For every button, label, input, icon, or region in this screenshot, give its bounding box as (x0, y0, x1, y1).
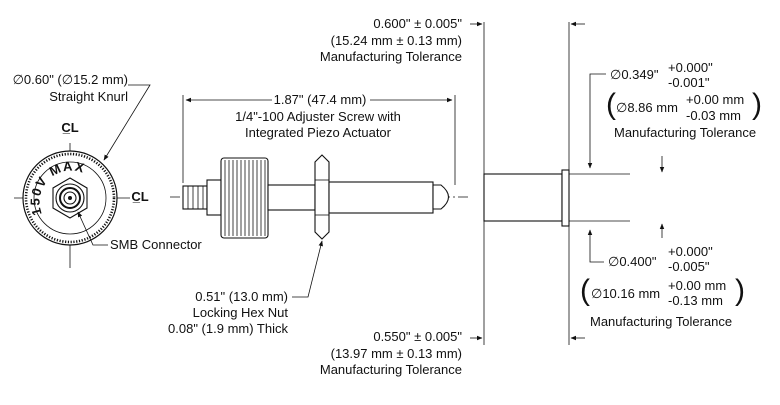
smb-connector-label: SMB Connector (110, 237, 202, 252)
small-dia-mm-minus: -0.03 mm (686, 108, 741, 123)
hexnut-leader (292, 240, 323, 298)
tip-profile-view (483, 169, 630, 227)
smb-connector-flange (206, 179, 222, 216)
screw-thread-label: 1/4"-100 Adjuster Screw with (235, 109, 401, 124)
small-dia-paren-close: ) (752, 88, 762, 121)
piezo-shaft (328, 181, 434, 214)
bottom-tol-mm-label: (13.97 mm ± 0.13 mm) (331, 346, 462, 361)
small-dia-inch-plus: +0.000" (668, 60, 713, 75)
tip-body (483, 173, 563, 222)
large-dia-inch-label: ∅0.400" (608, 254, 657, 269)
ball-tip (432, 184, 450, 210)
large-dia-inch-minus: -0.005" (668, 259, 710, 274)
top-tol-note: Manufacturing Tolerance (320, 49, 462, 64)
knurl-type-label: Straight Knurl (49, 89, 128, 104)
knurl-lines (224, 160, 266, 236)
large-dia-leader (587, 229, 604, 263)
smb-center-pin (68, 196, 72, 200)
side-view (170, 154, 470, 240)
small-dia-inch-label: ∅0.349" (610, 67, 659, 82)
knurl-teeth (24, 152, 116, 244)
hexnut-size-label: 0.51" (13.0 mm) (195, 289, 288, 304)
knurl-leader (103, 84, 151, 161)
small-dia-note: Manufacturing Tolerance (614, 125, 756, 140)
large-dia-mm-minus: -0.13 mm (668, 293, 723, 308)
large-dia-inch-plus: +0.000" (668, 244, 713, 259)
large-dia-note: Manufacturing Tolerance (590, 314, 732, 329)
small-dia-inch-minus: -0.001" (668, 75, 710, 90)
threaded-shaft (267, 184, 316, 211)
smb-leader (77, 211, 108, 246)
small-dia-leader (587, 73, 606, 169)
bottom-tol-note: Manufacturing Tolerance (320, 362, 462, 377)
small-dia-mm-label: ∅8.86 mm (616, 100, 678, 115)
hexnut-thickness-label: 0.08" (1.9 mm) Thick (168, 321, 288, 336)
small-dia-mm-plus: +0.00 mm (686, 92, 744, 107)
bottom-tol-inch-label: 0.550" ± 0.005" (373, 329, 462, 344)
large-dia-mm-label: ∅10.16 mm (591, 286, 660, 301)
top-tol-inch-label: 0.600" ± 0.005" (373, 16, 462, 31)
locking-hex-nut (314, 154, 330, 240)
screw-actuator-label: Integrated Piezo Actuator (245, 125, 392, 140)
screw-length-label: 1.87" (47.4 mm) (274, 92, 367, 107)
tip-collar (561, 169, 570, 227)
large-dia-paren-close: ) (735, 274, 745, 307)
end-view: 150V MAX (14, 143, 130, 268)
small-dia-paren-open: ( (606, 88, 616, 121)
large-dia-mm-plus: +0.00 mm (668, 278, 726, 293)
top-tol-mm-label: (15.24 mm ± 0.13 mm) (331, 33, 462, 48)
hexnut-type-label: Locking Hex Nut (193, 305, 289, 320)
large-dia-paren-open: ( (580, 274, 590, 307)
knurl-diameter-label: ∅0.60" (∅15.2 mm) (13, 72, 128, 87)
centerline-symbol-right: C̲L (131, 189, 148, 204)
centerline-symbol-top: C̲L (61, 120, 78, 135)
